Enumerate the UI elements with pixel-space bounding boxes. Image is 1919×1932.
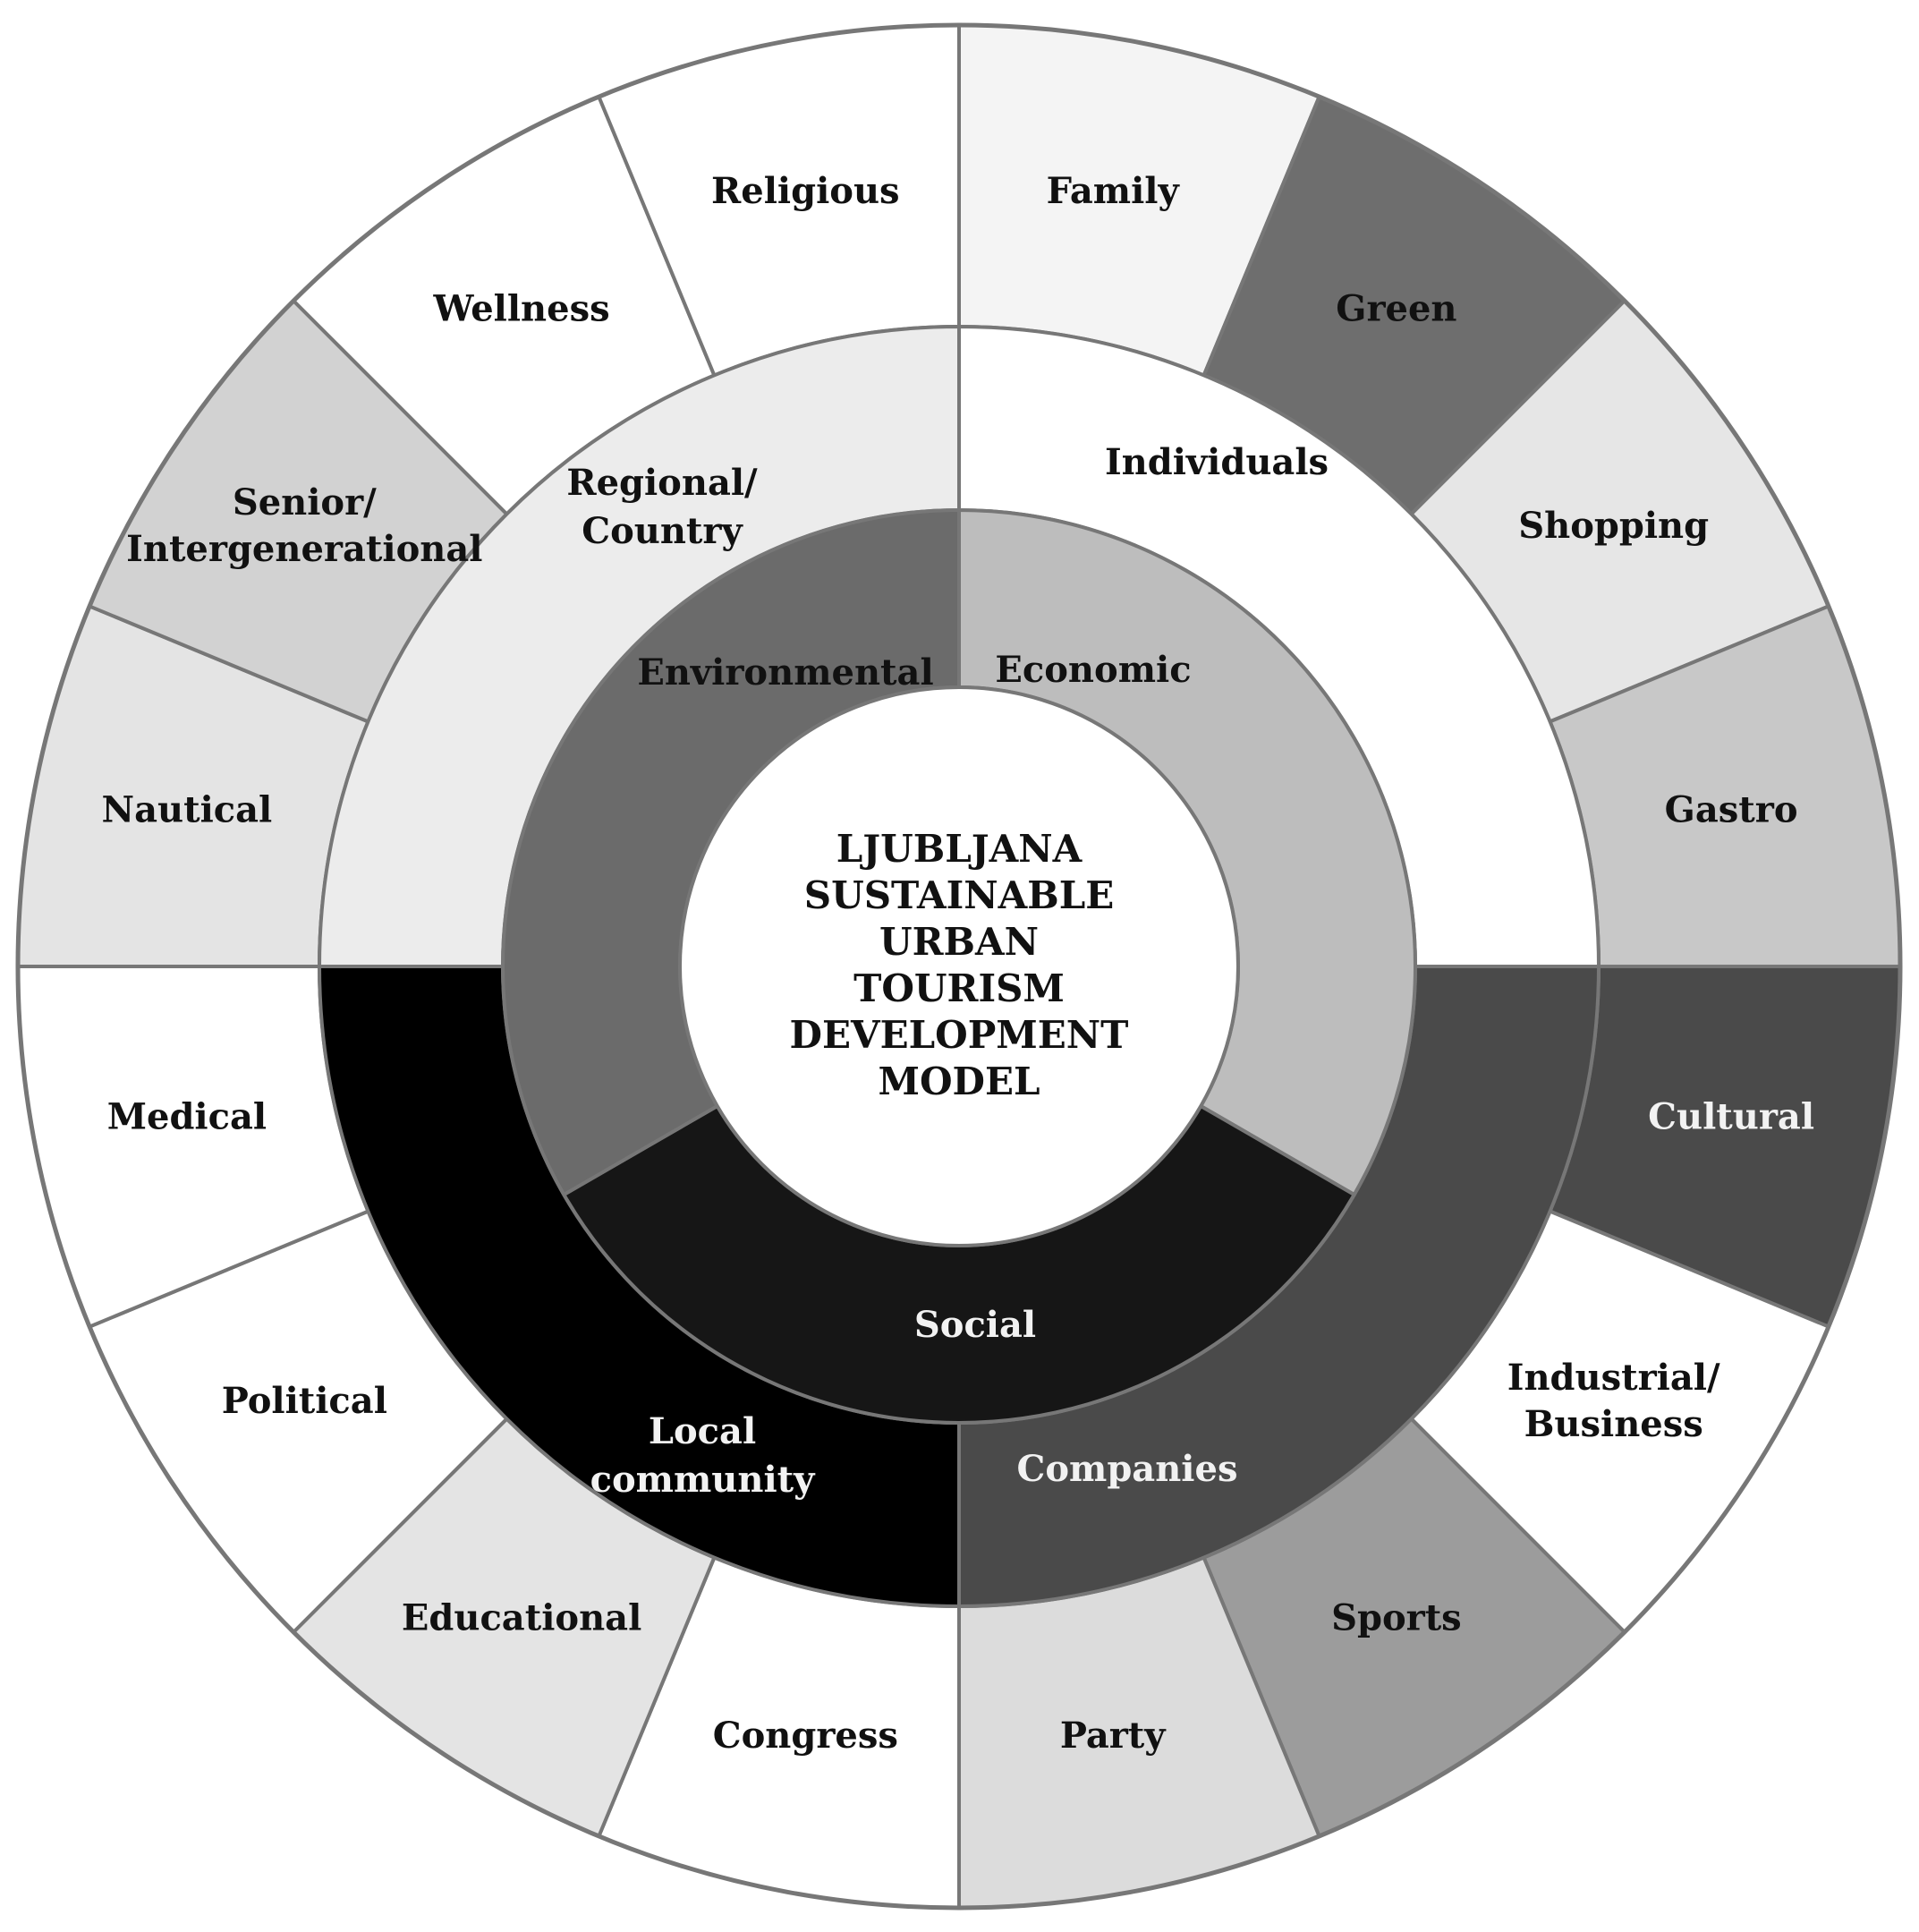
tourism-label-senior-intergenerational-line: Intergenerational	[126, 528, 482, 570]
stakeholders-ring	[317, 324, 1601, 1609]
tourism-label-educational-line: Educational	[402, 1597, 641, 1639]
center-circle	[678, 685, 1240, 1247]
tourism-label-industrial-business-line: Industrial/	[1507, 1357, 1720, 1399]
tourism-label-industrial-business-line: Business	[1524, 1403, 1703, 1445]
tourism-label-cultural-line: Cultural	[1648, 1096, 1814, 1138]
tourism-label-shopping-line: Shopping	[1518, 505, 1709, 547]
tourism-label-sports: Sports	[1331, 1597, 1462, 1639]
pillar-label-environmental-line: Environmental	[637, 651, 933, 694]
tourism-label-family: Family	[1047, 170, 1181, 212]
tourism-label-educational: Educational	[402, 1597, 641, 1639]
center-title-line: SUSTAINABLE	[804, 873, 1115, 917]
tourism-label-medical-line: Medical	[107, 1096, 267, 1138]
outer-border	[15, 22, 1903, 1911]
tourism-label-political-line: Political	[222, 1380, 387, 1422]
stakeholder-label-companies: Companies	[1017, 1448, 1238, 1490]
tourism-label-nautical: Nautical	[102, 788, 273, 830]
center-title-line: DEVELOPMENT	[790, 1013, 1129, 1057]
pillar-label-environmental: Environmental	[637, 651, 933, 694]
tourism-label-green-line: Green	[1336, 287, 1456, 329]
diagram-labels: FamilyGreenShoppingGastroCulturalIndustr…	[102, 170, 1814, 1757]
stakeholder-label-regional-country: Regional/Country	[566, 462, 758, 552]
center-disc	[678, 685, 1240, 1247]
tourism-types-ring	[15, 22, 1903, 1911]
tourism-label-senior-intergenerational: Senior/Intergenerational	[126, 481, 482, 570]
pillar-label-social: Social	[914, 1304, 1036, 1346]
tourism-label-sports-line: Sports	[1331, 1597, 1462, 1639]
tourism-label-political: Political	[222, 1380, 387, 1422]
stakeholder-label-individuals-line: Individuals	[1105, 441, 1329, 483]
tourism-label-wellness: Wellness	[433, 287, 610, 329]
tourism-label-shopping: Shopping	[1518, 505, 1709, 547]
stakeholder-label-individuals: Individuals	[1105, 441, 1329, 483]
stakeholder-label-local-community-line: community	[590, 1459, 817, 1501]
tourism-label-religious: Religious	[711, 170, 900, 212]
tourism-label-senior-intergenerational-line: Senior/	[233, 481, 377, 523]
tourism-label-congress: Congress	[713, 1715, 898, 1757]
center-title-line: URBAN	[879, 920, 1039, 964]
tourism-label-industrial-business: Industrial/Business	[1507, 1357, 1720, 1445]
stakeholder-label-local-community: Local community	[590, 1410, 817, 1501]
center-title-line: LJUBLJANA	[836, 827, 1083, 871]
tourism-label-nautical-line: Nautical	[102, 788, 273, 830]
center-title-line: TOURISM	[853, 966, 1065, 1010]
pillar-label-economic-line: Economic	[995, 649, 1191, 691]
pillars-ring	[501, 507, 1417, 1425]
tourism-label-congress-line: Congress	[713, 1715, 898, 1757]
tourism-label-gastro-line: Gastro	[1665, 788, 1798, 830]
tourism-label-wellness-line: Wellness	[433, 287, 610, 329]
tourism-label-party-line: Party	[1060, 1715, 1167, 1757]
tourism-label-green: Green	[1336, 287, 1456, 329]
pillar-label-economic: Economic	[995, 649, 1191, 691]
tourism-label-gastro: Gastro	[1665, 788, 1798, 830]
pillar-label-social-line: Social	[914, 1304, 1036, 1346]
tourism-label-medical: Medical	[107, 1096, 267, 1138]
center-title-line: MODEL	[878, 1060, 1040, 1103]
stakeholder-label-local-community-line: Local	[649, 1410, 756, 1452]
stakeholder-label-regional-country-line: Country	[582, 510, 743, 552]
tourism-label-family-line: Family	[1047, 170, 1181, 212]
stakeholder-label-regional-country-line: Regional/	[566, 462, 758, 504]
tourism-label-cultural: Cultural	[1648, 1096, 1814, 1138]
tourism-label-party: Party	[1060, 1715, 1167, 1757]
tourism-label-religious-line: Religious	[711, 170, 900, 212]
stakeholder-label-companies-line: Companies	[1017, 1448, 1238, 1490]
